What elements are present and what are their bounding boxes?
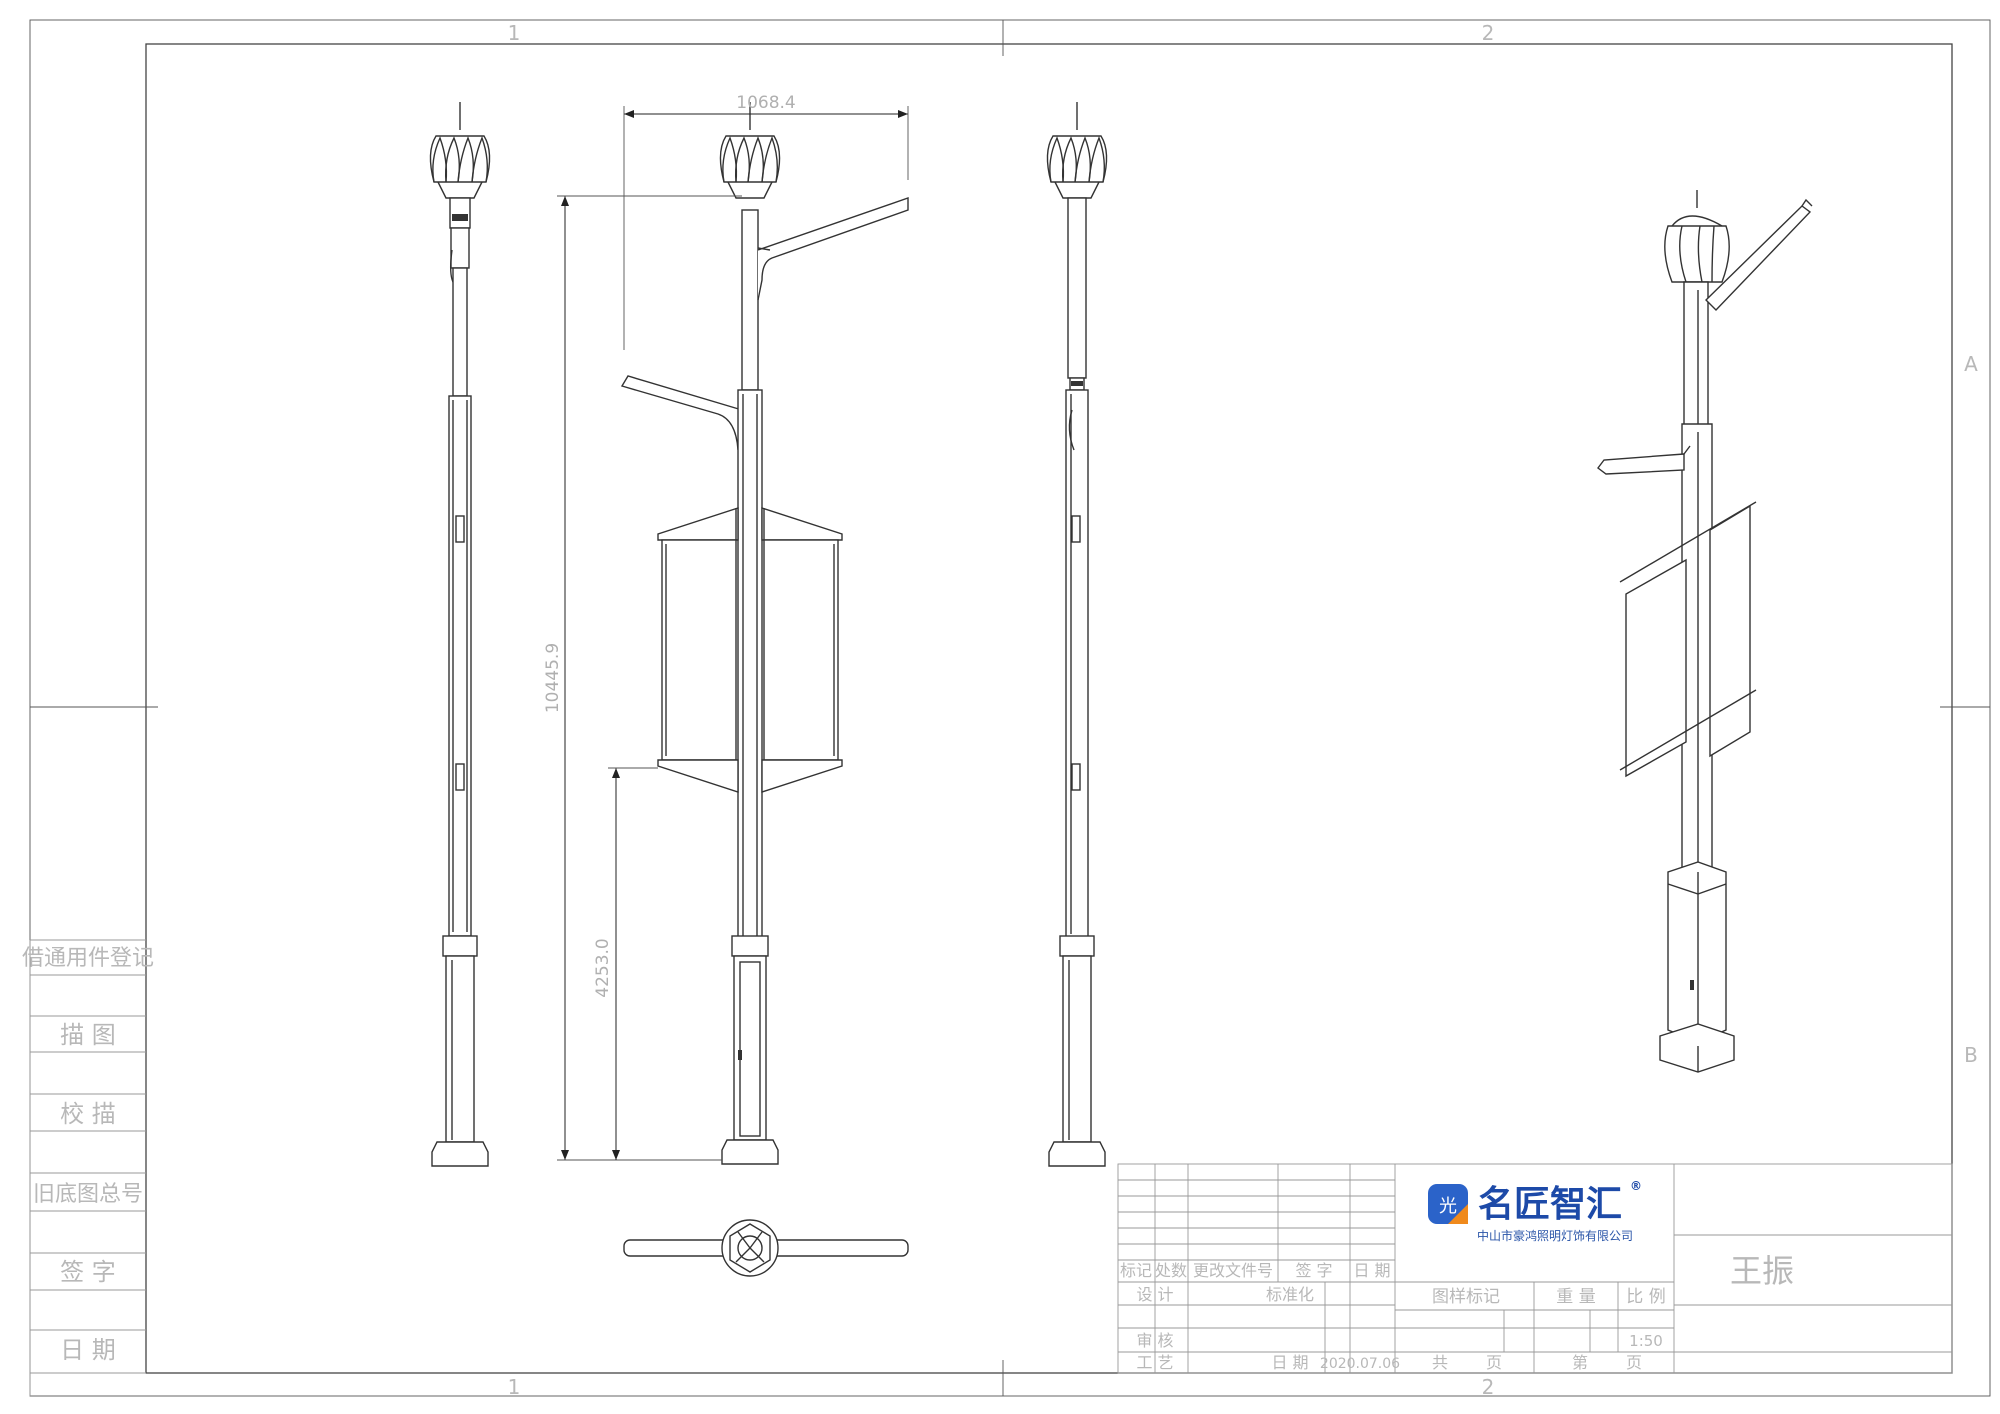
logo-badge-text: 光 — [1439, 1196, 1457, 1217]
strip-label-signature: 签 字 — [60, 1258, 116, 1286]
zone-bottom-1: 1 — [508, 1375, 521, 1399]
standardize-label: 标准化 — [1266, 1285, 1314, 1304]
drafter-name: 王振 — [1730, 1252, 1794, 1290]
drawing-mark-label: 图样标记 — [1432, 1287, 1500, 1307]
side-view-right — [1046, 101, 1108, 1167]
scale-value: 1:50 — [1629, 1332, 1663, 1350]
date-value: 2020.07.06 — [1320, 1356, 1400, 1372]
inner-frame — [145, 43, 1953, 1374]
scale-label: 比 例 — [1626, 1287, 1665, 1307]
zone-right-a: A — [1964, 352, 1978, 376]
title-block: 标记 处数 更改文件号 签 字 日 期 设 计 标准化 审 核 工 艺 日 期 … — [1117, 1163, 1953, 1374]
outer-frame — [29, 19, 1991, 1397]
weight-label: 重 量 — [1556, 1287, 1595, 1307]
rev-header-doc: 更改文件号 — [1193, 1261, 1273, 1280]
logo-subtitle: 中山市豪鸿照明灯饰有限公司 — [1477, 1228, 1633, 1243]
company-logo: 光 名匠智汇 ® 中山市豪鸿照明灯饰有限公司 — [1428, 1179, 1642, 1243]
zone-right-b: B — [1964, 1043, 1978, 1067]
process-label: 工 艺 — [1136, 1353, 1173, 1372]
logo-registered: ® — [1630, 1179, 1642, 1193]
front-view-center — [620, 101, 909, 1165]
strip-label-check: 校 描 — [60, 1100, 116, 1128]
strip-label-trace: 描 图 — [60, 1021, 116, 1049]
page-unit-label: 页 — [1486, 1353, 1502, 1372]
total-label: 共 — [1432, 1353, 1448, 1372]
zone-bottom-2: 2 — [1482, 1375, 1495, 1399]
rev-header-sign: 签 字 — [1295, 1261, 1332, 1280]
page-unit-label-2: 页 — [1626, 1353, 1642, 1372]
strip-label-old-number: 旧底图总号 — [33, 1182, 143, 1207]
dimension-lines: 1068.4 10445.9 4253.0 — [543, 93, 909, 1161]
plan-view — [623, 1219, 909, 1277]
strip-label-date: 日 期 — [60, 1336, 116, 1364]
side-view-left — [429, 101, 491, 1167]
left-record-strip: 借通用件登记 描 图 校 描 旧底图总号 签 字 日 期 — [22, 939, 154, 1396]
dimension-height-label: 10445.9 — [543, 643, 563, 713]
review-label: 审 核 — [1136, 1331, 1173, 1350]
zone-top-1: 1 — [508, 21, 521, 45]
dimension-lower-label: 4253.0 — [593, 938, 613, 997]
design-label: 设 计 — [1136, 1285, 1173, 1304]
date-label: 日 期 — [1271, 1353, 1308, 1372]
rev-header-date: 日 期 — [1353, 1261, 1390, 1280]
zone-top-2: 2 — [1482, 21, 1495, 45]
dimension-width-label: 1068.4 — [736, 93, 795, 113]
strip-label-borrow: 借通用件登记 — [22, 946, 154, 971]
number-label: 第 — [1572, 1353, 1588, 1372]
rev-header-mark: 标记 — [1120, 1261, 1152, 1280]
logo-title: 名匠智汇 — [1478, 1184, 1622, 1225]
rev-header-count: 处数 — [1155, 1261, 1187, 1280]
isometric-view — [1597, 190, 1813, 1073]
